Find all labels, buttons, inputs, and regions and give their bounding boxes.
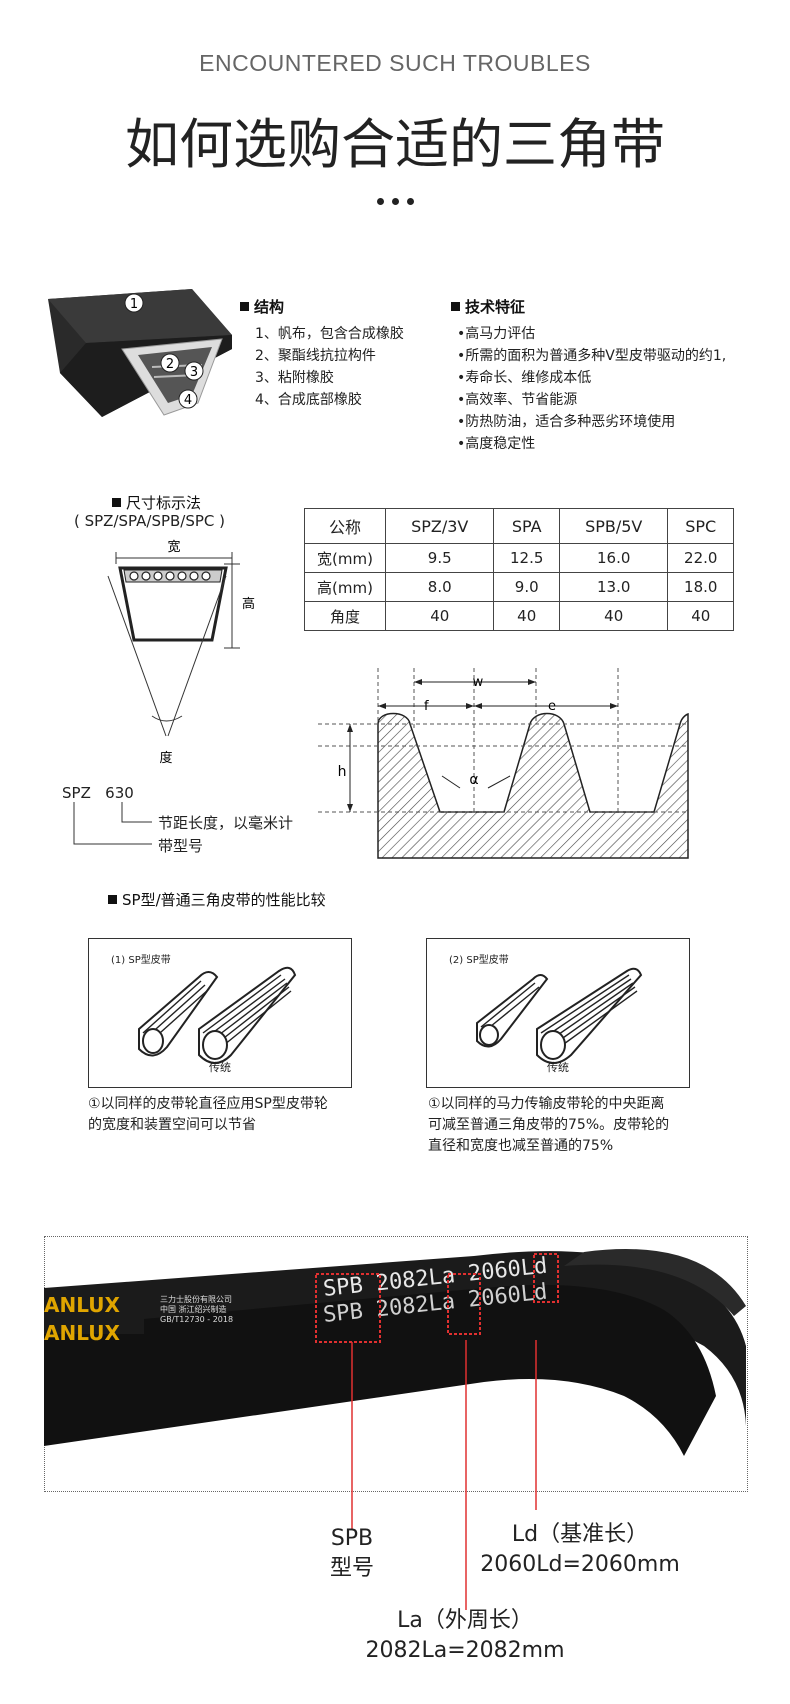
bullet-square-icon (112, 498, 121, 507)
structure-heading: 结构 (254, 298, 285, 316)
example-code: SPZ 630 (62, 784, 134, 802)
table-cell: 40 (667, 601, 734, 631)
feature-item: •防热防油，适合多种恶劣环境使用 (457, 414, 676, 430)
table-cell: 8.0 (384, 572, 495, 602)
belt-section-illustration: 1 2 3 4 (48, 289, 232, 417)
maker-line: GB/T12730 - 2018 (160, 1315, 233, 1324)
page-title: 如何选购合适的三角带 (125, 113, 665, 176)
structure-item: 2、聚酯线抗拉构件 (255, 348, 376, 364)
table-row: 角度 40 40 40 40 (304, 601, 734, 631)
table-header-cell: SPA (493, 508, 560, 544)
table-cell: 40 (558, 601, 669, 631)
ld-callout: Ld（基准长） 2060Ld=2060mm (468, 1520, 692, 1580)
la-value: 2082La=2082mm (365, 1638, 565, 1663)
feature-item: •高效率、节省能源 (457, 392, 578, 408)
feature-item: •所需的面积为普通多种V型皮带驱动的约1, (457, 348, 727, 364)
caption-line: 的宽度和装置空间可以节省 (88, 1117, 256, 1133)
features-section: 技术特征 •高马力评估 •所需的面积为普通多种V型皮带驱动的约1, •寿命长、维… (451, 296, 781, 455)
ld-title: Ld（基准长） (511, 1522, 649, 1547)
feature-item: •寿命长、维修成本低 (457, 370, 592, 386)
maker-line: 三力士股份有限公司 (160, 1294, 232, 1304)
marker-1: 1 (130, 297, 138, 312)
panel-tag: (1) SP型皮带 (111, 955, 171, 966)
table-cell: 40 (493, 601, 560, 631)
dimension-heading: 尺寸标示法 (126, 494, 202, 512)
marker-3: 3 (190, 365, 198, 380)
comparison-caption-2: ①以同样的马力传输皮带轮的中央距离 可减至普通三角皮带的75%。皮带轮的 直径和… (428, 1094, 669, 1157)
caption-line: 可减至普通三角皮带的75%。皮带轮的 (428, 1117, 670, 1133)
pitch-note: 节距长度，以毫米计 (158, 814, 294, 832)
dimension-types: ( SPZ/SPA/SPB/SPC ) (74, 512, 226, 530)
panel-label: 传统 (209, 1061, 231, 1074)
feature-item: •高马力评估 (457, 326, 536, 342)
table-cell: 16.0 (558, 543, 669, 573)
brand-print: ANLUX (44, 1321, 120, 1345)
code-annotation-lines (73, 802, 152, 845)
comparison-panel-2: (2) SP型皮带 传统 (426, 938, 690, 1088)
structure-item: 4、合成底部橡胶 (255, 392, 362, 408)
belt-photo: ANLUX ANLUX 三力士股份有限公司 中国 浙江绍兴制造 GB/T1273… (44, 1249, 746, 1456)
feature-item: •高度稳定性 (457, 436, 536, 452)
la-callout: La（外周长） 2082La=2082mm (350, 1606, 580, 1666)
panel-label: 传统 (547, 1061, 569, 1074)
table-header-cell: 公称 (304, 508, 386, 544)
spb-callout: SPB 型号 (302, 1524, 402, 1584)
type-note: 带型号 (158, 837, 204, 855)
marker-4: 4 (184, 393, 192, 408)
caption-line: ①以同样的马力传输皮带轮的中央距离 (428, 1096, 665, 1112)
bullet-square-icon (451, 302, 460, 311)
width-label: 宽 (167, 539, 180, 555)
table-cell: 高(mm) (304, 572, 386, 602)
table-cell: 13.0 (558, 572, 669, 602)
table-header-row: 公称 SPZ/3V SPA SPB/5V SPC (304, 508, 734, 544)
height-label: 高 (242, 596, 255, 612)
panel-tag: (2) SP型皮带 (449, 955, 509, 966)
belt-comparison-illustration (138, 966, 297, 1064)
structure-section: 结构 1、帆布，包含合成橡胶 2、聚酯线抗拉构件 3、粘附橡胶 4、合成底部橡胶 (240, 296, 404, 411)
decorative-dots (0, 190, 790, 209)
groove-h-label: h (338, 764, 347, 780)
bullet-square-icon (240, 302, 249, 311)
table-cell: 18.0 (667, 572, 734, 602)
groove-alpha-label: α (469, 772, 478, 788)
maker-line: 中国 浙江绍兴制造 (160, 1304, 227, 1314)
groove-e-label: e (548, 699, 556, 714)
v-belt-dimension-diagram: 宽 高 度 (107, 539, 255, 766)
table-cell: 9.0 (493, 572, 560, 602)
marker-2: 2 (166, 357, 174, 372)
structure-item: 1、帆布，包含合成橡胶 (255, 326, 404, 342)
table-cell: 40 (384, 601, 495, 631)
table-cell: 角度 (304, 601, 386, 631)
table-cell: 宽(mm) (304, 543, 386, 573)
caption-line: ①以同样的皮带轮直径应用SP型皮带轮 (88, 1096, 328, 1112)
angle-label: 度 (159, 750, 172, 766)
table-cell: 12.5 (493, 543, 560, 573)
groove-f-label: f (424, 699, 429, 714)
table-row: 宽(mm) 9.5 12.5 16.0 22.0 (304, 543, 734, 573)
ld-value: 2060Ld=2060mm (480, 1552, 680, 1577)
table-header-cell: SPB/5V (558, 508, 669, 544)
groove-w-label: w (473, 675, 484, 690)
comparison-caption-1: ①以同样的皮带轮直径应用SP型皮带轮 的宽度和装置空间可以节省 (88, 1094, 328, 1136)
spb-code: SPB (330, 1526, 374, 1551)
groove-profile-diagram: w f e h α (318, 668, 689, 859)
table-cell: 22.0 (667, 543, 734, 573)
spec-table: 公称 SPZ/3V SPA SPB/5V SPC 宽(mm) 9.5 12.5 … (304, 508, 734, 631)
table-header-cell: SPZ/3V (384, 508, 495, 544)
bullet-square-icon (108, 895, 117, 904)
brand-print: ANLUX (44, 1293, 120, 1317)
table-cell: 9.5 (384, 543, 495, 573)
table-row: 高(mm) 8.0 9.0 13.0 18.0 (304, 572, 734, 602)
spb-desc: 型号 (329, 1556, 374, 1581)
la-title: La（外周长） (397, 1608, 533, 1633)
comparison-heading: SP型/普通三角皮带的性能比较 (122, 891, 326, 909)
callout-leader-lines (351, 1340, 537, 1610)
table-header-cell: SPC (667, 508, 734, 544)
features-heading: 技术特征 (465, 298, 526, 316)
belt-comparison-illustration (476, 967, 643, 1064)
comparison-panel-1: (1) SP型皮带 传统 (88, 938, 352, 1088)
header-subtitle: ENCOUNTERED SUCH TROUBLES (199, 50, 591, 76)
structure-item: 3、粘附橡胶 (255, 370, 334, 386)
caption-line: 直径和宽度也减至普通的75% (428, 1138, 614, 1154)
